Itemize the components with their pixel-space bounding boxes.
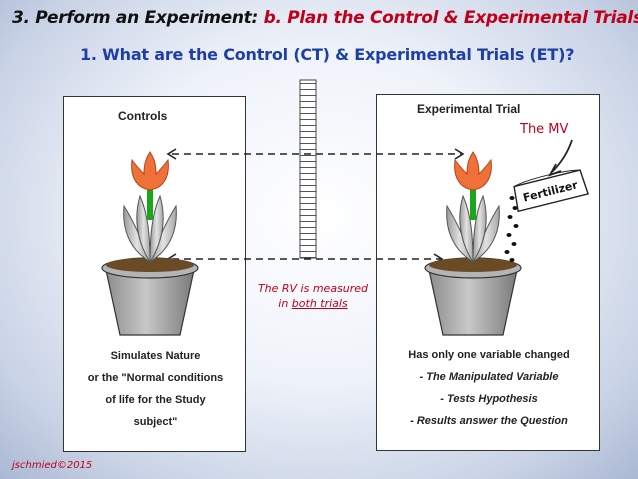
experimental-panel-title: Experimental Trial — [417, 102, 521, 116]
slide-title-step: 3. Perform an Experiment: — [12, 8, 258, 28]
stem-icon — [147, 186, 153, 220]
mv-arrow — [548, 139, 573, 177]
ruler — [299, 79, 317, 259]
pot-icon — [424, 257, 522, 336]
fertilizer-bag-icon: Fertilizer — [513, 169, 589, 213]
dashed-arrow-top — [166, 148, 465, 160]
experimental-desc-line: - Tests Hypothesis — [440, 393, 538, 405]
controls-panel-description: Simulates Nature or the "Normal conditio… — [64, 345, 247, 433]
leaves-icon — [123, 194, 177, 264]
flower-icon — [454, 151, 492, 191]
controls-desc-line: Simulates Nature — [110, 350, 201, 362]
experimental-desc-line: - The Manipulated Variable — [419, 371, 559, 383]
controls-desc-line: subject" — [133, 416, 178, 428]
experimental-panel-description: Has only one variable changed - The Mani… — [377, 344, 601, 432]
controls-desc-line: or the "Normal conditions — [87, 372, 224, 384]
rv-label-underlined: both trials — [291, 297, 348, 310]
slide-title-sub: b. Plan the Control & Experimental Trial… — [263, 8, 638, 28]
control-plant — [101, 151, 199, 336]
stem-icon — [470, 186, 476, 220]
controls-desc-line: of life for the Study — [105, 394, 206, 406]
slide-title: 3. Perform an Experiment: b. Plan the Co… — [12, 8, 638, 28]
rv-label-line1: The RV is measured — [257, 282, 369, 295]
fertilizer-dots — [504, 196, 519, 262]
slide-subtitle: 1. What are the Control (CT) & Experimen… — [80, 45, 575, 64]
leaves-icon — [446, 194, 500, 264]
mv-label: The MV — [520, 122, 569, 137]
experimental-plant — [424, 151, 522, 336]
controls-panel-title: Controls — [118, 109, 168, 123]
footer-credit: jschmied©2015 — [12, 460, 93, 471]
experimental-desc-line: - Results answer the Question — [410, 415, 568, 427]
rv-label-line2: in both trials — [246, 296, 380, 311]
flower-icon — [131, 151, 169, 191]
experimental-desc-line: Has only one variable changed — [408, 349, 570, 361]
rv-label-prefix: in — [278, 297, 292, 310]
pot-icon — [101, 257, 199, 336]
rv-label: The RV is measured in both trials — [246, 281, 380, 311]
